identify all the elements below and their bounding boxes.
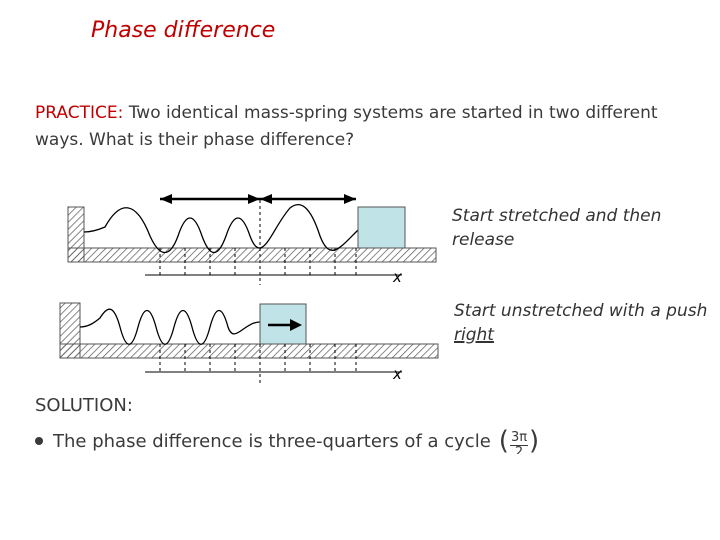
bullet-icon	[35, 437, 43, 445]
practice-label: PRACTICE:	[35, 103, 124, 123]
slide-title: Phase difference	[91, 18, 276, 43]
solution-line: The phase difference is three-quarters o…	[35, 428, 539, 454]
bottom-note-prefix: Start unstretched with a push	[454, 301, 708, 321]
fraction-numerator: 3π	[509, 429, 529, 446]
solution-label: SOLUTION:	[35, 395, 133, 416]
bottom-system: x	[59, 302, 439, 385]
bottom-floor	[59, 343, 439, 359]
top-mass	[357, 206, 406, 249]
practice-prompt: PRACTICE: Two identical mass-spring syst…	[35, 100, 675, 154]
bottom-spring	[79, 308, 261, 345]
top-floor	[67, 247, 437, 263]
open-paren: (	[498, 426, 509, 456]
phase-fraction: 3π 2	[509, 429, 529, 454]
top-spring	[83, 203, 359, 254]
bottom-x-label: x	[392, 365, 402, 383]
close-paren: )	[529, 426, 540, 456]
top-system-note: Start stretched and then release	[452, 206, 662, 250]
top-scale-ticks	[159, 200, 357, 285]
fraction-denominator: 2	[514, 445, 524, 454]
bottom-scale-ticks	[159, 344, 357, 385]
bottom-note-right: right	[454, 325, 494, 345]
practice-text: Two identical mass-spring systems are st…	[35, 103, 658, 150]
bottom-system-note: Start unstretched with a push right	[454, 299, 714, 347]
solution-text: The phase difference is three-quarters o…	[53, 430, 491, 452]
top-x-label: x	[392, 268, 402, 286]
top-system: x	[67, 194, 437, 286]
